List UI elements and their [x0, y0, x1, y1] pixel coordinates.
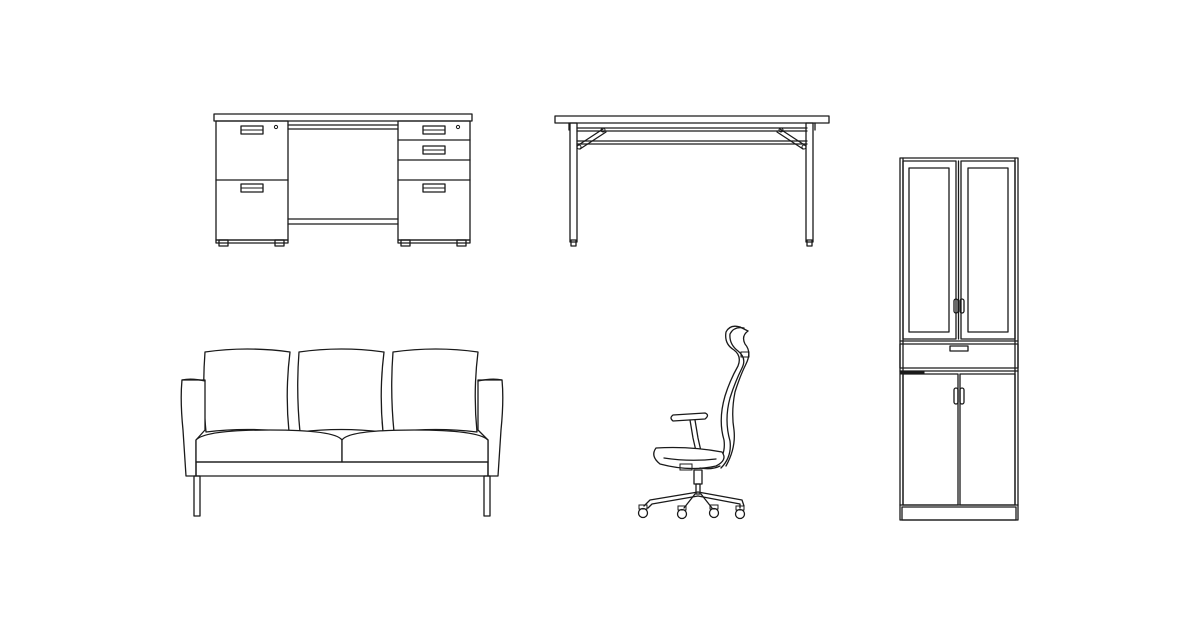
office-chair-icon	[637, 325, 750, 520]
three-seat-sofa-icon	[180, 348, 504, 517]
office-desk-icon	[213, 113, 473, 247]
glass-door-cabinet-icon	[899, 157, 1019, 521]
folding-table-icon	[554, 115, 830, 247]
